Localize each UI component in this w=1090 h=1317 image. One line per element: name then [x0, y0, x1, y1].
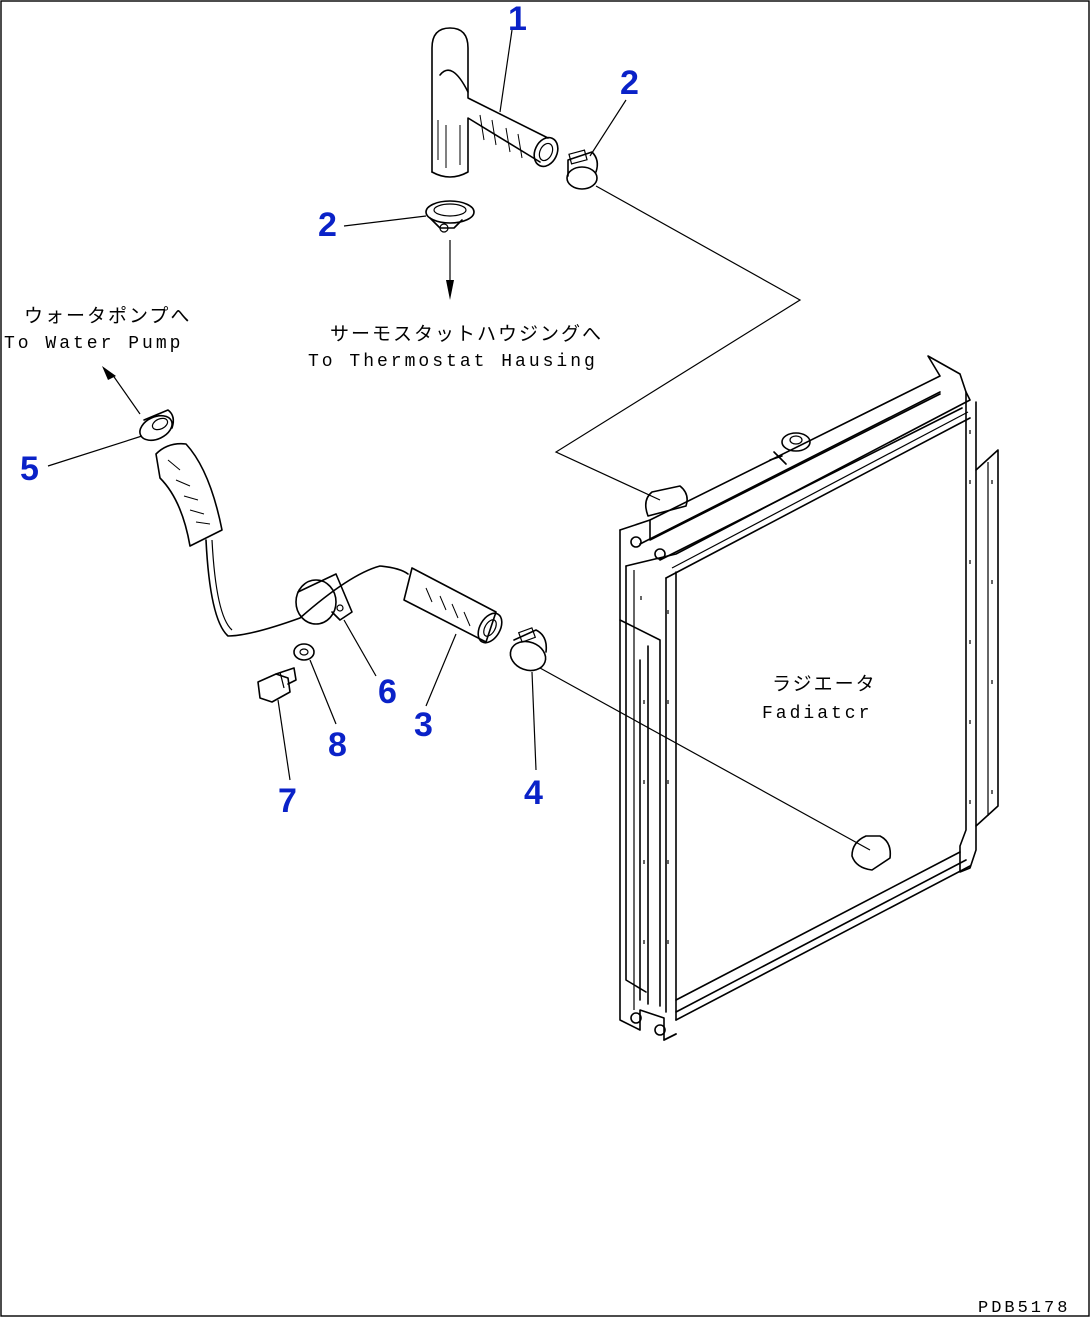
leader-line-upper-inlet [554, 185, 802, 501]
thermostat-label-jp: サーモスタットハウジングへ [330, 323, 603, 345]
clip-part-6 [295, 573, 353, 625]
washer-part-8 [293, 643, 315, 661]
water-pump-label-jp: ウォータポンプへ [24, 305, 191, 327]
lower-hose-assembly [155, 442, 503, 644]
callout-2-lower: 2 [318, 206, 337, 244]
drawing-code: PDB5178 [978, 1299, 1070, 1317]
callout-leaders [47, 29, 627, 781]
callout-2-upper: 2 [620, 64, 639, 102]
callout-8: 8 [328, 726, 347, 764]
upper-hose-part-1 [431, 27, 559, 178]
arrow-to-thermostat [446, 240, 454, 300]
water-pump-label-en: To Water Pump [4, 334, 183, 354]
thermostat-label-en: To Thermostat Hausing [308, 352, 598, 372]
hose-clamp-part-4 [509, 627, 548, 672]
hose-clamp-part-2-lower [425, 200, 475, 233]
callout-1: 1 [508, 0, 527, 38]
callout-6: 6 [378, 673, 397, 711]
radiator-label-en: Fadiatcr [762, 704, 872, 724]
callout-5: 5 [20, 450, 39, 488]
bolt-part-7 [257, 667, 297, 703]
leader-line-lower-outlet [539, 667, 871, 851]
callout-numbers: 1 2 2 5 6 3 8 4 7 [20, 0, 639, 820]
callout-7: 7 [278, 782, 297, 820]
arrow-to-water-pump [102, 366, 141, 415]
text-labels: ウォータポンプへ To Water Pump サーモスタットハウジングへ To … [4, 305, 1070, 1317]
hose-clamp-part-5 [139, 409, 175, 442]
callout-4: 4 [524, 774, 543, 812]
callout-3: 3 [414, 706, 433, 744]
radiator [619, 355, 999, 1041]
radiator-label-jp: ラジエータ [772, 673, 877, 695]
